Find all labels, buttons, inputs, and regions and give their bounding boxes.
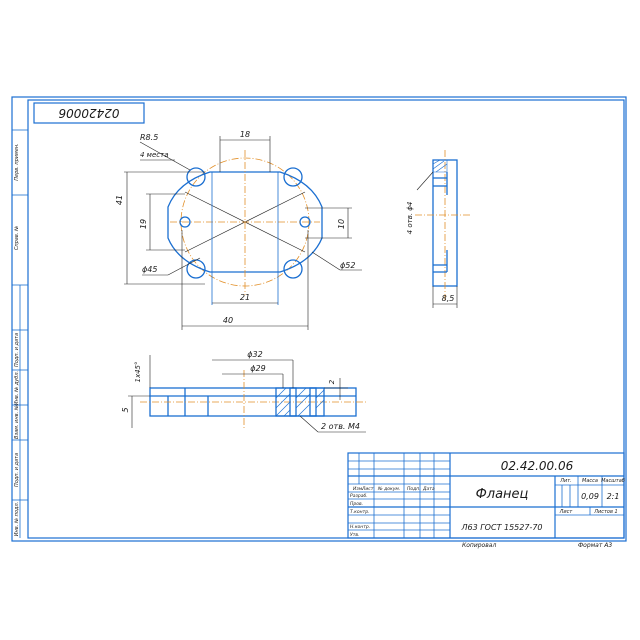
outer-frame [11, 96, 627, 542]
sheet-label: Лист [559, 509, 574, 515]
section-view: ϕ32 ϕ29 1x45° 5 2 2 отв. М4 [121, 350, 368, 433]
strip-label: Перв. примен. [14, 143, 20, 181]
role-label: Разраб. [350, 493, 368, 499]
dim-8-5: 8,5 [442, 294, 455, 303]
row-label: Изм. [353, 486, 364, 492]
dim-phi29: ϕ29 [250, 364, 265, 373]
scale-value: 2:1 [607, 492, 620, 501]
code-box [33, 102, 145, 124]
dim-21: 21 [240, 293, 250, 302]
row-label: Дата [422, 486, 435, 492]
strip-label: Взам. инв. № [14, 405, 20, 439]
dim-holes: 4 отв. ϕ4 [406, 202, 414, 235]
mass-value: 0,09 [581, 492, 599, 501]
dim-19: 19 [139, 219, 148, 229]
strip-label: Инв. № подл. [14, 502, 20, 537]
dim-10: 10 [337, 219, 346, 229]
col-mass: Масса [582, 478, 598, 484]
row-label: № докум. [377, 486, 400, 492]
strip-label: Подп. и дата [14, 453, 20, 487]
sheets-label: Листов 1 [593, 509, 617, 515]
dim-phi32: ϕ32 [247, 350, 262, 359]
title-block: 02.42.00.06 Фланец Л63 ГОСТ 15527-70 Лит… [347, 452, 625, 549]
side-view: 4 отв. ϕ4 8,5 [406, 150, 470, 308]
dim-18: 18 [240, 130, 250, 139]
role-label: Утв. [350, 532, 359, 538]
strip-label: Инв. № дубл. [14, 371, 20, 405]
row-label: Подп. [407, 486, 421, 492]
dim-40: 40 [223, 316, 233, 325]
dim-count: 4 места [140, 151, 168, 159]
role-label: Пров. [350, 501, 363, 507]
dim-phi52: ϕ52 [340, 261, 355, 270]
dim-phi45: ϕ45 [142, 265, 157, 274]
role-label: Т.контр. [350, 509, 370, 515]
dim-radius: R8.5 [140, 133, 158, 142]
strip-label: Справ. № [14, 226, 20, 250]
dim-2: 2 [328, 379, 336, 384]
dim-41: 41 [115, 195, 124, 205]
part-name: Фланец [476, 487, 529, 502]
main-view: 18 R8.5 4 места 41 19 10 ϕ45 ϕ52 21 [115, 130, 362, 330]
row-label: Лист [361, 486, 374, 492]
material: Л63 ГОСТ 15527-70 [460, 523, 542, 532]
copied-label: Копировал [462, 542, 496, 549]
inner-frame [27, 99, 625, 539]
col-scale: Масштаб [601, 478, 625, 484]
dim-thread: 2 отв. М4 [321, 422, 360, 431]
col-lit: Лит. [559, 478, 572, 484]
format-label: Формат А3 [578, 542, 612, 549]
flange-outline [167, 171, 323, 273]
drawing-code: 02.42.00.06 [501, 459, 574, 473]
strip-label: Подп. и дата [14, 333, 20, 367]
role-label: Н.контр. [350, 524, 370, 530]
frame-code: 02420006 [58, 106, 119, 120]
dim-chamfer: 1x45° [134, 361, 142, 382]
dim-5: 5 [121, 407, 130, 412]
